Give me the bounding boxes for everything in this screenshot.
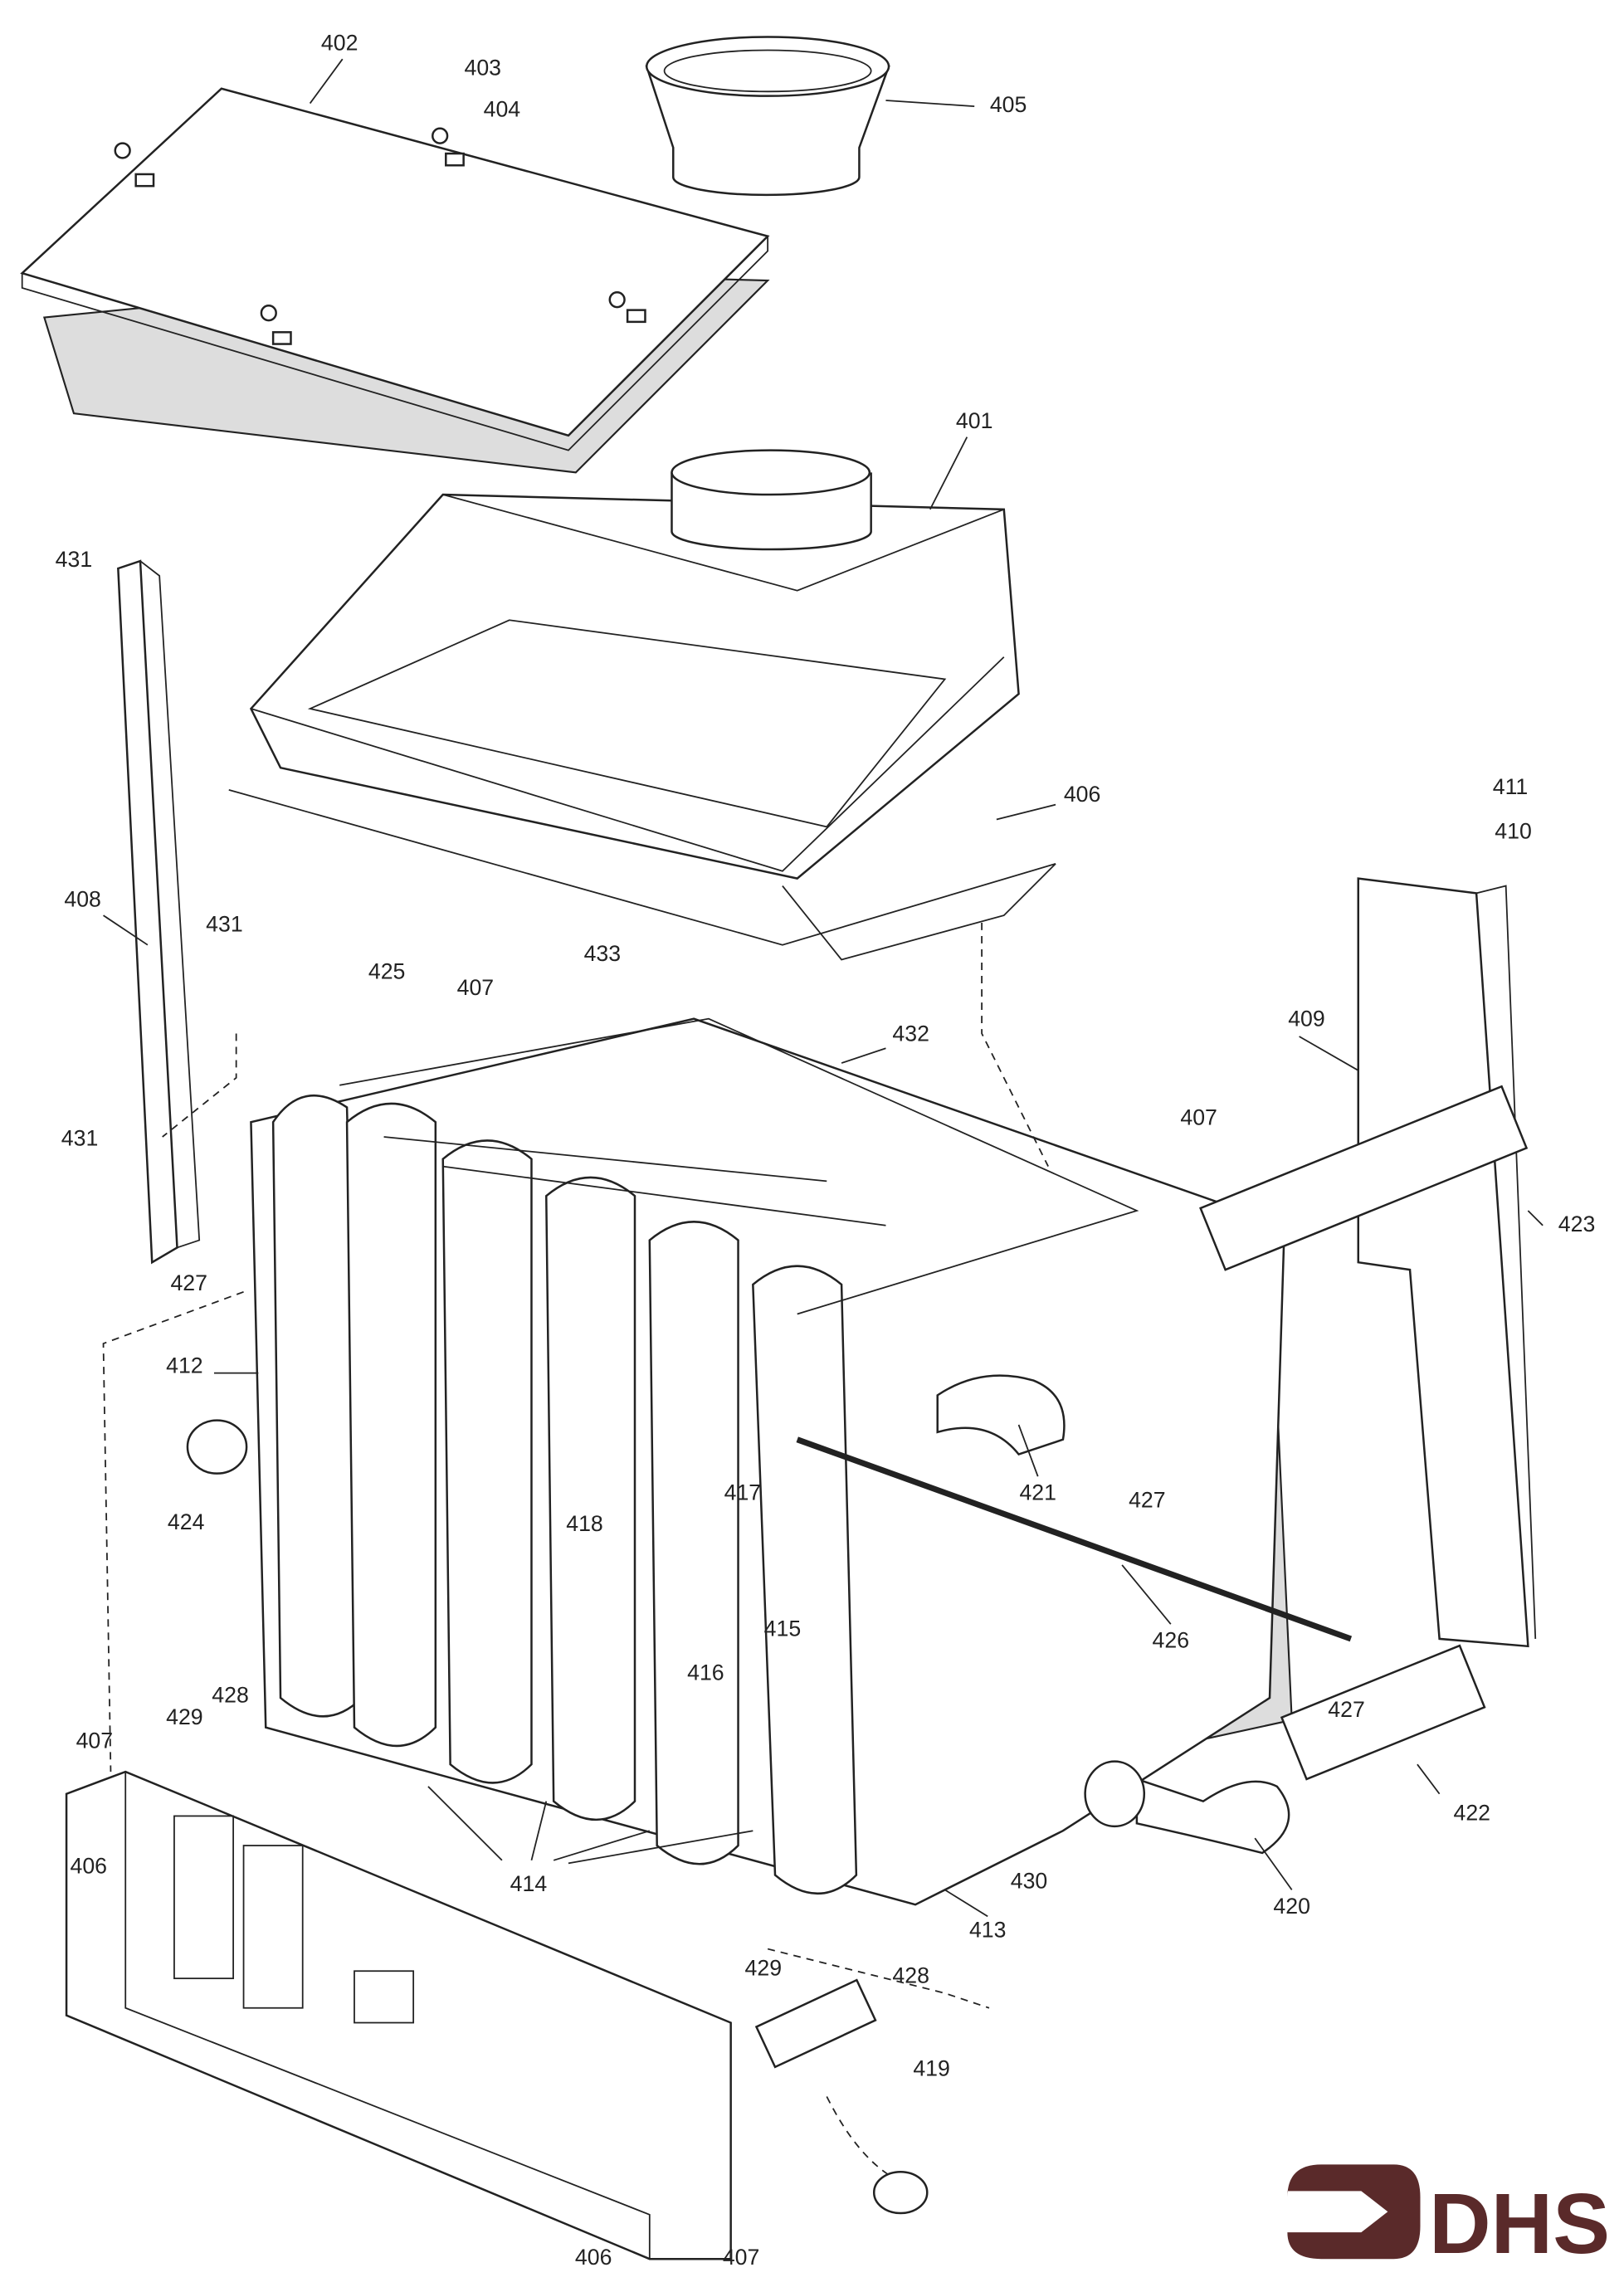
callout-407: 407 bbox=[76, 1729, 114, 1753]
callout-416: 416 bbox=[687, 1660, 724, 1685]
callout-413: 413 bbox=[969, 1917, 1007, 1942]
callout-431: 431 bbox=[56, 547, 93, 572]
callout-411: 411 bbox=[1493, 774, 1529, 799]
callout-430: 430 bbox=[1011, 1869, 1048, 1894]
callout-406: 406 bbox=[70, 1854, 107, 1879]
dhs-logo: DHS bbox=[1287, 2164, 1610, 2271]
callout-402: 402 bbox=[321, 30, 358, 55]
callout-412: 412 bbox=[166, 1353, 203, 1378]
side-bracket-409 bbox=[1357, 877, 1537, 1648]
heat-exchanger-block bbox=[250, 1017, 1293, 1906]
callout-409: 409 bbox=[1288, 1006, 1325, 1031]
callout-427: 427 bbox=[1129, 1488, 1166, 1513]
side-bracket-408 bbox=[117, 559, 201, 1265]
callout-431: 431 bbox=[61, 1126, 99, 1151]
callout-417: 417 bbox=[724, 1480, 762, 1505]
tie-rod-426 bbox=[796, 1436, 1353, 1642]
callout-428: 428 bbox=[892, 1963, 929, 1987]
flue-collar-405 bbox=[645, 36, 890, 197]
callout-405: 405 bbox=[990, 92, 1027, 117]
callout-401: 401 bbox=[956, 408, 993, 433]
callout-425: 425 bbox=[368, 959, 406, 984]
callout-432: 432 bbox=[892, 1021, 929, 1046]
front-panel bbox=[65, 1770, 732, 2260]
callout-422: 422 bbox=[1453, 1801, 1490, 1826]
callout-406: 406 bbox=[1064, 782, 1101, 807]
callout-429: 429 bbox=[745, 1956, 783, 1981]
callout-427: 427 bbox=[170, 1270, 207, 1295]
callout-424: 424 bbox=[168, 1509, 205, 1534]
nipples bbox=[186, 1085, 1529, 1855]
callout-407: 407 bbox=[457, 975, 495, 1000]
callout-418: 418 bbox=[566, 1511, 603, 1536]
callout-426: 426 bbox=[1153, 1628, 1190, 1653]
callout-429: 429 bbox=[166, 1704, 203, 1729]
callout-406: 406 bbox=[575, 2245, 612, 2270]
callout-403: 403 bbox=[465, 56, 502, 80]
callout-423: 423 bbox=[1558, 1212, 1596, 1236]
callout-421: 421 bbox=[1019, 1480, 1056, 1505]
logo-arrow-mark bbox=[1287, 2164, 1421, 2260]
logo-text: DHS bbox=[1429, 2176, 1610, 2271]
drain-cock-419 bbox=[754, 1978, 929, 2215]
callout-431: 431 bbox=[206, 912, 243, 937]
callout-labels: 402 403 404 405 401 431 406 411 410 408 … bbox=[56, 30, 1596, 2270]
callout-433: 433 bbox=[584, 941, 622, 966]
callout-414: 414 bbox=[510, 1871, 548, 1896]
draught-hood-401 bbox=[228, 449, 1056, 961]
callout-410: 410 bbox=[1495, 819, 1532, 844]
callout-404: 404 bbox=[484, 96, 521, 121]
callout-407: 407 bbox=[723, 2245, 760, 2270]
callout-419: 419 bbox=[913, 2056, 950, 2081]
callout-408: 408 bbox=[64, 886, 101, 911]
callout-420: 420 bbox=[1273, 1894, 1310, 1919]
leader-lines bbox=[103, 58, 1544, 1918]
callout-427: 427 bbox=[1328, 1697, 1365, 1722]
callout-407: 407 bbox=[1180, 1105, 1217, 1130]
callout-428: 428 bbox=[212, 1682, 249, 1707]
callout-415: 415 bbox=[764, 1616, 802, 1641]
top-cover-402 bbox=[20, 87, 770, 474]
